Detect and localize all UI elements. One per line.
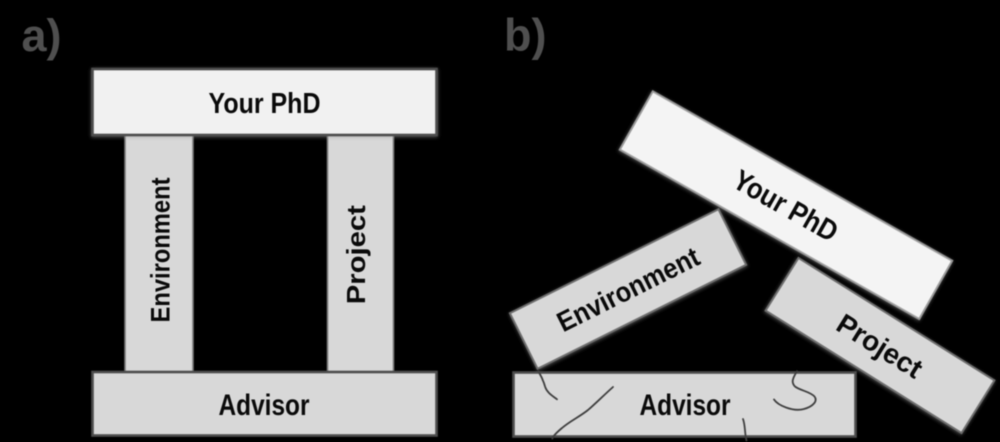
- svg-text:b): b): [504, 10, 546, 61]
- svg-text:Environment: Environment: [146, 178, 176, 323]
- svg-text:Your PhD: Your PhD: [209, 88, 321, 120]
- svg-text:Advisor: Advisor: [219, 389, 310, 422]
- svg-text:Advisor: Advisor: [640, 389, 731, 422]
- svg-text:a): a): [22, 10, 62, 61]
- svg-text:Project: Project: [341, 205, 371, 304]
